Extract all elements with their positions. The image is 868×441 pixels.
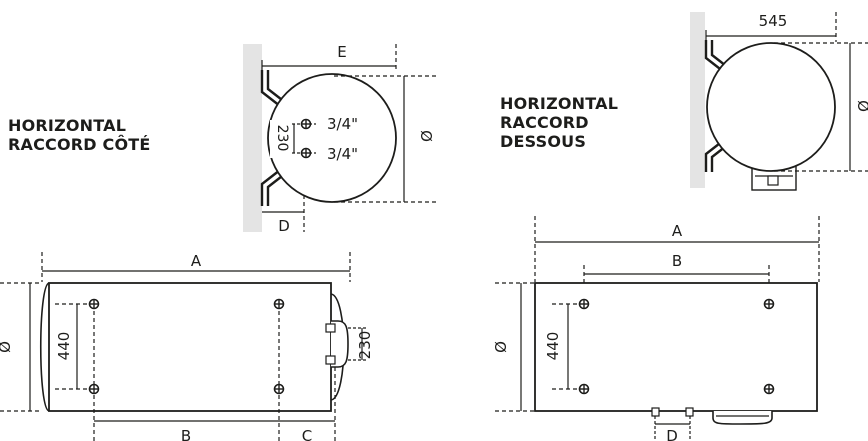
wall: [243, 44, 262, 232]
tank-body: [534, 282, 818, 412]
label-c: C: [302, 427, 312, 441]
pipe-stub: [651, 407, 660, 417]
title-line-3: DESSOUS: [500, 132, 587, 151]
tank-circle: [706, 42, 836, 172]
tank-circle: [267, 73, 397, 203]
side-view-side-connection: [243, 44, 438, 232]
title-horizontal-bottom-connection: HORIZONTAL RACCORD DESSOUS: [500, 94, 618, 151]
label-b: B: [672, 252, 682, 270]
label-a: A: [672, 222, 683, 240]
label-pipe-bottom: 3/4": [327, 145, 358, 163]
label-a: A: [191, 252, 202, 270]
pipe-connector-bottom: [300, 147, 312, 159]
label-diameter: Ø: [854, 100, 868, 112]
label-230: 230: [274, 125, 290, 152]
label-440: 440: [544, 332, 562, 361]
title-horizontal-side-connection: HORIZONTAL RACCORD CÔTÉ: [8, 116, 151, 154]
side-view-bottom-connection: [690, 12, 868, 191]
wall: [690, 12, 705, 188]
pipe-connector-top: [300, 118, 312, 130]
bolt: [273, 383, 285, 395]
bolt: [578, 298, 590, 310]
label-d: D: [278, 217, 290, 235]
bolt: [88, 383, 100, 395]
title-line-1: HORIZONTAL: [8, 116, 127, 135]
bolt: [763, 298, 775, 310]
label-pipe-top: 3/4": [327, 115, 358, 133]
label-diameter: Ø: [417, 130, 435, 142]
label-440: 440: [55, 332, 73, 361]
pipe-stub: [685, 407, 694, 417]
label-230: 230: [356, 331, 374, 360]
bottom-outlet: [712, 411, 773, 425]
label-545: 545: [759, 12, 788, 30]
label-diameter: Ø: [0, 341, 14, 353]
title-line-2: RACCORD CÔTÉ: [8, 135, 151, 154]
title-line-1: HORIZONTAL: [500, 94, 619, 113]
label-e: E: [337, 43, 346, 61]
bolt: [578, 383, 590, 395]
label-diameter: Ø: [492, 341, 510, 353]
label-d: D: [666, 427, 678, 441]
title-line-2: RACCORD: [500, 113, 589, 132]
bolt: [763, 383, 775, 395]
label-b: B: [181, 427, 191, 441]
bolt: [273, 298, 285, 310]
bolt: [88, 298, 100, 310]
